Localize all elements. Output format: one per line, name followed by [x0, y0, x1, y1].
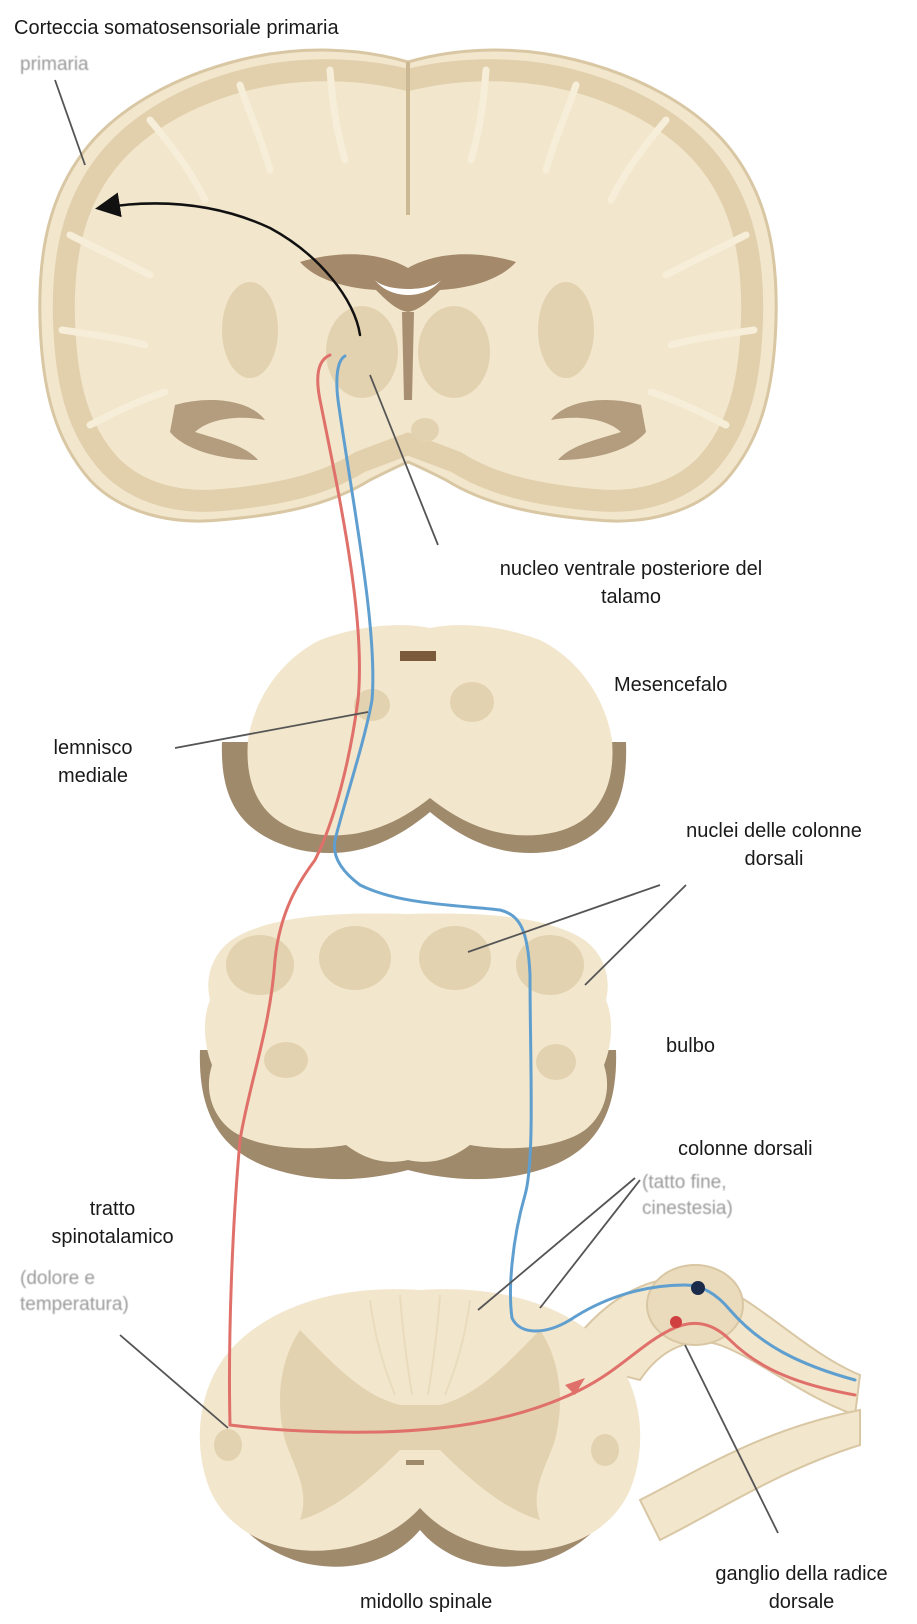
drg-label: ganglio della radice dorsale: [688, 1560, 915, 1616]
cortex-label: Corteccia somatosensoriale primaria: [14, 14, 339, 42]
medulla-spot-left: [264, 1042, 308, 1078]
putamen-left: [222, 282, 278, 378]
spinal-spot-left: [214, 1429, 242, 1461]
spinothalamic-label-line1: tratto: [20, 1195, 205, 1223]
brain-coronal-section: [40, 50, 776, 521]
drg-label-line1: ganglio della radice: [694, 1560, 909, 1588]
spinothalamic-label: tratto spinotalamico: [20, 1195, 205, 1251]
medulla-lobe-3: [419, 926, 491, 990]
cortex-sublabel: primaria: [20, 52, 89, 78]
dorsal-columns-pointer-2: [540, 1180, 640, 1308]
medulla-lobe-1: [226, 935, 294, 995]
spinal-spot-right: [591, 1434, 619, 1466]
dorsal-columns-label: colonne dorsali: [672, 1135, 819, 1163]
dc-nuclei-label-line1: nuclei delle colonne: [654, 817, 894, 845]
spinothalamic-sublabel-2: temperatura): [20, 1292, 129, 1318]
midbrain-spot-right: [450, 682, 494, 722]
dorsal-columns-pointer-1: [478, 1178, 635, 1310]
lemniscus-label: lemnisco mediale: [28, 734, 158, 790]
midbrain-label: Mesencefalo: [608, 671, 733, 699]
drg-label-line2: dorsale: [694, 1588, 909, 1616]
spinal-cord-label: midollo spinale: [360, 1588, 492, 1616]
medulla-spot-right: [536, 1044, 576, 1080]
lemniscus-label-line1: lemnisco: [28, 734, 158, 762]
spinal-cord-section: [200, 1265, 860, 1567]
dc-nuclei-pointer-2: [585, 885, 686, 985]
spinothalamic-sublabel-1: (dolore e: [20, 1266, 95, 1292]
dc-nuclei-label-line2: dorsali: [654, 845, 894, 873]
drg-neuron-blue: [691, 1281, 705, 1295]
dorsal-columns-sublabel-2: cinestesia): [642, 1196, 733, 1222]
spinothalamic-label-line2: spinotalamico: [20, 1223, 205, 1251]
third-ventricle: [402, 312, 414, 400]
thalamus-label-line1: nucleo ventrale posteriore del: [461, 555, 801, 583]
spinothalamic-pathway: [229, 355, 855, 1432]
cortex-pointer: [55, 80, 85, 165]
lemniscus-label-line2: mediale: [28, 762, 158, 790]
thalamus-label: nucleo ventrale posteriore del talamo: [455, 555, 807, 611]
dc-nuclei-label: nuclei delle colonne dorsali: [648, 817, 900, 873]
dorsal-root-ganglion: [647, 1265, 743, 1345]
medulla-label: bulbo: [660, 1032, 721, 1060]
midbrain-section: [222, 625, 626, 853]
medulla-lobe-2: [319, 926, 391, 990]
putamen-right: [538, 282, 594, 378]
thalamus-right: [418, 306, 490, 398]
dorsal-columns-sublabel-1: (tatto fine,: [642, 1170, 727, 1196]
thalamus-label-line2: talamo: [461, 583, 801, 611]
drg-neuron-red: [670, 1316, 682, 1328]
central-canal: [406, 1460, 424, 1465]
cerebral-aqueduct: [400, 651, 436, 661]
